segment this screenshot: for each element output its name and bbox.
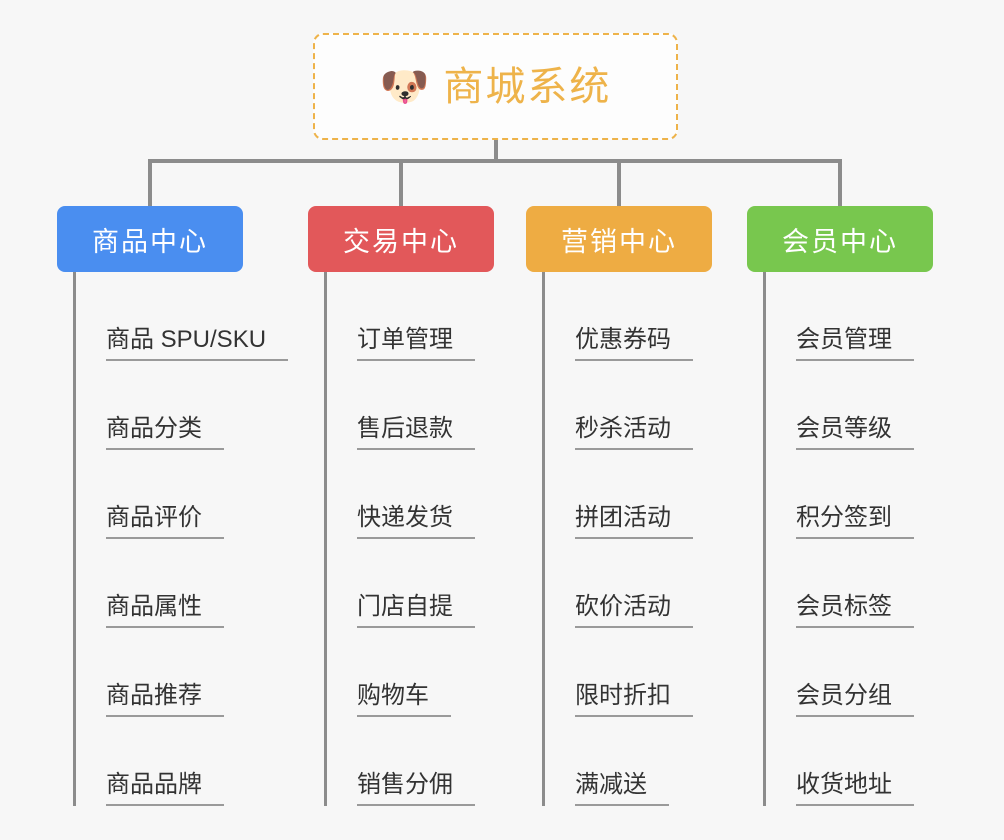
connector-horizontal-bus	[148, 159, 842, 163]
leaf-label: 销售分佣	[357, 771, 475, 806]
leaf-label: 秒杀活动	[575, 415, 693, 450]
leaf-label: 会员分组	[796, 682, 914, 717]
leaf-label: 快递发货	[357, 504, 475, 539]
list-item[interactable]: 商品推荐	[76, 628, 243, 717]
list-item[interactable]: 会员标签	[766, 539, 933, 628]
list-item[interactable]: 商品分类	[76, 361, 243, 450]
root-node-title: 商城系统	[443, 64, 612, 109]
list-item[interactable]: 商品 SPU/SKU	[76, 272, 289, 361]
branch-marketing-center: 营销中心 优惠券码 秒杀活动 拼团活动 砍价活动 限时折扣 满减送	[526, 206, 712, 806]
list-item[interactable]: 秒杀活动	[545, 361, 712, 450]
list-item[interactable]: 售后退款	[327, 361, 494, 450]
leaf-label: 会员标签	[796, 593, 914, 628]
list-item[interactable]: 销售分佣	[327, 717, 494, 806]
list-item[interactable]: 会员等级	[766, 361, 933, 450]
leaf-label: 商品分类	[106, 415, 224, 450]
list-item[interactable]: 购物车	[327, 628, 494, 717]
shiba-dog-face-icon: 🐶	[379, 63, 430, 110]
list-item[interactable]: 优惠券码	[545, 272, 712, 361]
connector-drop-branch-2	[399, 159, 403, 207]
leaf-label: 售后退款	[357, 415, 475, 450]
leaf-label: 购物车	[357, 682, 451, 717]
branch-header-trade-center[interactable]: 交易中心	[308, 206, 494, 272]
leaf-label: 商品属性	[106, 593, 224, 628]
list-item[interactable]: 砍价活动	[545, 539, 712, 628]
connector-drop-branch-4	[838, 159, 842, 207]
leaf-label: 限时折扣	[575, 682, 693, 717]
leaf-label: 优惠券码	[575, 326, 693, 361]
branch-header-member-center[interactable]: 会员中心	[747, 206, 933, 272]
connector-root-stem	[494, 140, 498, 162]
branch-header-marketing-center[interactable]: 营销中心	[526, 206, 712, 272]
leaf-label: 门店自提	[357, 593, 475, 628]
list-item[interactable]: 满减送	[545, 717, 712, 806]
list-item[interactable]: 拼团活动	[545, 450, 712, 539]
branch-member-center: 会员中心 会员管理 会员等级 积分签到 会员标签 会员分组 收货地址	[747, 206, 933, 806]
list-item[interactable]: 积分签到	[766, 450, 933, 539]
list-item[interactable]: 商品品牌	[76, 717, 243, 806]
leaf-list-product-center: 商品 SPU/SKU 商品分类 商品评价 商品属性 商品推荐 商品品牌	[73, 272, 289, 806]
connector-drop-branch-1	[148, 159, 152, 207]
list-item[interactable]: 商品属性	[76, 539, 243, 628]
list-item[interactable]: 订单管理	[327, 272, 494, 361]
list-item[interactable]: 收货地址	[766, 717, 933, 806]
branch-header-product-center[interactable]: 商品中心	[57, 206, 243, 272]
leaf-list-marketing-center: 优惠券码 秒杀活动 拼团活动 砍价活动 限时折扣 满减送	[542, 272, 712, 806]
leaf-label: 商品推荐	[106, 682, 224, 717]
leaf-label: 订单管理	[357, 326, 475, 361]
leaf-label: 商品品牌	[106, 771, 224, 806]
list-item[interactable]: 快递发货	[327, 450, 494, 539]
list-item[interactable]: 门店自提	[327, 539, 494, 628]
branch-product-center: 商品中心 商品 SPU/SKU 商品分类 商品评价 商品属性 商品推荐 商品品牌	[57, 206, 289, 806]
leaf-label: 商品评价	[106, 504, 224, 539]
list-item[interactable]: 会员分组	[766, 628, 933, 717]
list-item[interactable]: 商品评价	[76, 450, 243, 539]
list-item[interactable]: 会员管理	[766, 272, 933, 361]
list-item[interactable]: 限时折扣	[545, 628, 712, 717]
leaf-label: 收货地址	[796, 771, 914, 806]
leaf-label: 满减送	[575, 771, 669, 806]
leaf-label: 商品 SPU/SKU	[106, 326, 289, 361]
leaf-label: 积分签到	[796, 504, 914, 539]
leaf-label: 砍价活动	[575, 593, 693, 628]
leaf-label: 拼团活动	[575, 504, 693, 539]
branch-trade-center: 交易中心 订单管理 售后退款 快递发货 门店自提 购物车 销售分佣	[308, 206, 494, 806]
leaf-label: 会员管理	[796, 326, 914, 361]
connector-drop-branch-3	[617, 159, 621, 207]
leaf-list-member-center: 会员管理 会员等级 积分签到 会员标签 会员分组 收货地址	[763, 272, 933, 806]
leaf-label: 会员等级	[796, 415, 914, 450]
root-node-mall-system[interactable]: 🐶 商城系统	[313, 33, 678, 140]
leaf-list-trade-center: 订单管理 售后退款 快递发货 门店自提 购物车 销售分佣	[324, 272, 494, 806]
